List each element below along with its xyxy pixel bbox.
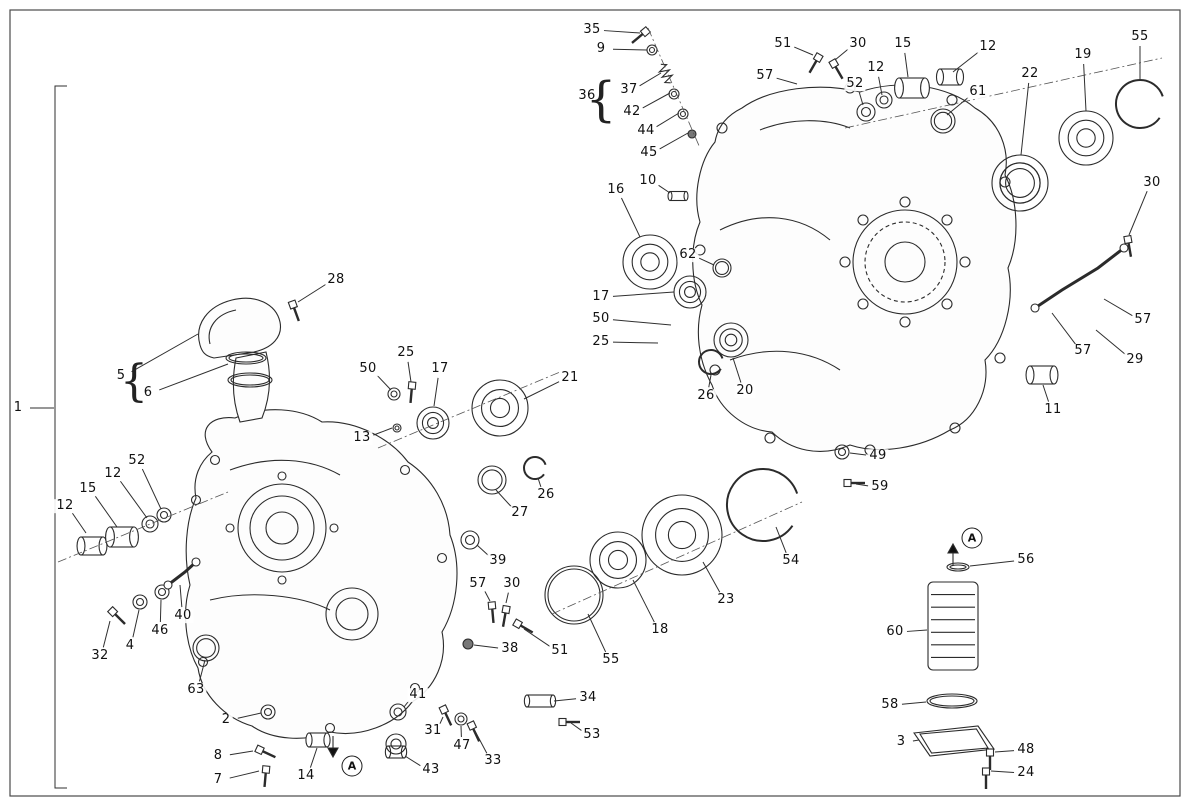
callout-24: 24 (1015, 765, 1037, 781)
callout-12: 12 (865, 60, 887, 76)
callout-35: 35 (581, 22, 603, 38)
callout-17: 17 (429, 361, 451, 377)
callout-26: 26 (535, 487, 557, 503)
callout-12: 12 (977, 39, 999, 55)
callout-4: 4 (123, 638, 137, 654)
callout-50: 50 (357, 361, 379, 377)
callout-60: 60 (884, 624, 906, 640)
callout-21: 21 (559, 370, 581, 386)
callout-50: 50 (590, 311, 612, 327)
callout-55: 55 (1129, 29, 1151, 45)
group-brace: { (585, 71, 617, 128)
callout-12: 12 (102, 466, 124, 482)
callout-57: 57 (467, 576, 489, 592)
figure-border (9, 9, 1181, 797)
engine-artwork (57, 25, 1165, 789)
callout-37: 37 (618, 82, 640, 98)
callout-56: 56 (1015, 552, 1037, 568)
callout-25: 25 (590, 334, 612, 350)
callout-34: 34 (577, 690, 599, 706)
callout-54: 54 (780, 553, 802, 569)
callout-57: 57 (1072, 343, 1094, 359)
view-marker-A: A (961, 527, 983, 549)
callout-45: 45 (638, 145, 660, 161)
callout-57: 57 (1132, 312, 1154, 328)
callout-17: 17 (590, 289, 612, 305)
callout-58: 58 (879, 697, 901, 713)
callout-19: 19 (1072, 47, 1094, 63)
callout-51: 51 (772, 36, 794, 52)
callout-46: 46 (149, 623, 171, 639)
callout-30: 30 (1141, 175, 1163, 191)
callout-43: 43 (420, 762, 442, 778)
callout-29: 29 (1124, 352, 1146, 368)
callout-7: 7 (211, 772, 225, 788)
callout-39: 39 (487, 553, 509, 569)
callout-51: 51 (549, 643, 571, 659)
callout-20: 20 (734, 383, 756, 399)
callout-52: 52 (844, 76, 866, 92)
callout-18: 18 (649, 622, 671, 638)
callout-47: 47 (451, 738, 473, 754)
callout-59: 59 (869, 479, 891, 495)
callout-61: 61 (967, 84, 989, 100)
callout-36: 36 (576, 88, 598, 104)
right-crankcase-half (692, 82, 1017, 456)
callout-28: 28 (325, 272, 347, 288)
callout-52: 52 (126, 453, 148, 469)
callout-42: 42 (621, 104, 643, 120)
callout-53: 53 (581, 727, 603, 743)
leader-lines (30, 30, 1148, 779)
callout-13: 13 (351, 430, 373, 446)
callout-16: 16 (605, 182, 627, 198)
callout-26: 26 (695, 388, 717, 404)
callout-38: 38 (499, 641, 521, 657)
assembly-bracket (54, 85, 67, 789)
callout-12: 12 (54, 498, 76, 514)
callout-62: 62 (677, 247, 699, 263)
callout-33: 33 (482, 753, 504, 769)
callout-49: 49 (867, 448, 889, 464)
callout-14: 14 (295, 768, 317, 784)
callout-1: 1 (11, 400, 25, 416)
callout-15: 15 (892, 36, 914, 52)
callout-3: 3 (894, 734, 908, 750)
callout-31: 31 (422, 723, 444, 739)
callout-10: 10 (637, 173, 659, 189)
callout-22: 22 (1019, 66, 1041, 82)
callout-41: 41 (407, 687, 429, 703)
callout-44: 44 (635, 123, 657, 139)
group-brace: { (120, 356, 148, 408)
callout-57: 57 (754, 68, 776, 84)
callout-27: 27 (509, 505, 531, 521)
callout-11: 11 (1042, 402, 1064, 418)
view-marker-A: A (341, 755, 363, 777)
callout-48: 48 (1015, 742, 1037, 758)
callout-63: 63 (185, 682, 207, 698)
callout-32: 32 (89, 648, 111, 664)
callout-55: 55 (600, 652, 622, 668)
callout-8: 8 (211, 748, 225, 764)
callout-30: 30 (847, 36, 869, 52)
callout-6: 6 (141, 385, 155, 401)
callout-5: 5 (114, 368, 128, 384)
callout-2: 2 (219, 712, 233, 728)
callout-40: 40 (172, 608, 194, 624)
callout-23: 23 (715, 592, 737, 608)
callout-30: 30 (501, 576, 523, 592)
callout-15: 15 (77, 481, 99, 497)
callout-25: 25 (395, 345, 417, 361)
callout-9: 9 (594, 41, 608, 57)
